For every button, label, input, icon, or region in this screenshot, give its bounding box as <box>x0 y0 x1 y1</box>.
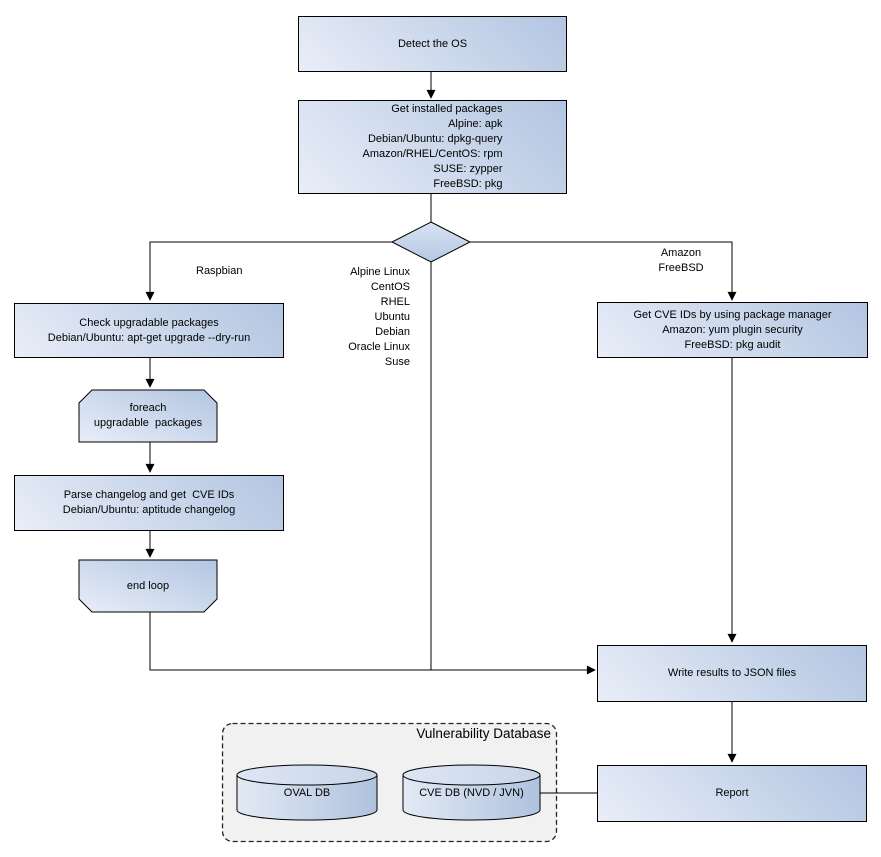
edge-label-amazon-freebsd: Amazon FreeBSD <box>648 246 714 276</box>
node-text: Amazon/RHEL/CentOS: rpm <box>362 148 503 160</box>
node-text: Detect the OS <box>397 37 468 50</box>
loop-start-shape <box>78 389 218 443</box>
node-foreach-upgradable-packages: foreach upgradable packages <box>79 390 217 442</box>
node-check-upgradable-packages: Check upgradable packages Debian/Ubuntu:… <box>14 303 284 358</box>
node-text: Alpine: apk <box>448 118 503 130</box>
node-text: upgradable packages <box>93 417 203 429</box>
vulnerability-db-title: Vulnerability Database <box>416 726 551 741</box>
node-text: Get installed packages <box>391 103 503 115</box>
edge-label-text: Ubuntu <box>374 311 410 323</box>
node-get-cve-ids: Get CVE IDs by using package manager Ama… <box>597 302 868 358</box>
node-report: Report <box>597 765 867 822</box>
node-get-installed-packages: Get installed packages Alpine: apk Debia… <box>298 100 567 194</box>
edge-label-text: Debian <box>375 326 410 338</box>
node-write-results: Write results to JSON files <box>597 645 867 702</box>
edge-label-text: Suse <box>384 356 410 368</box>
edge-label-text: FreeBSD <box>658 262 704 274</box>
arrow-decision-to-check <box>145 241 392 301</box>
node-end-loop: end loop <box>79 560 217 612</box>
oval-db-label: OVAL DB <box>283 786 331 799</box>
decision-diamond <box>390 221 472 263</box>
edge-label-text: Amazon <box>660 247 702 259</box>
loop-end-shape <box>78 559 218 613</box>
node-text: end loop <box>126 579 170 592</box>
node-detect-os: Detect the OS <box>298 16 567 72</box>
node-parse-changelog: Parse changelog and get CVE IDs Debian/U… <box>14 475 284 531</box>
edge-label-text: Oracle Linux <box>348 341 410 353</box>
edge-label-text: Raspbian <box>196 265 243 277</box>
oval-db-cylinder <box>236 764 378 821</box>
node-text: Debian/Ubuntu: apt-get upgrade --dry-run <box>47 331 251 344</box>
edge-label-text: RHEL <box>380 296 410 308</box>
node-text: Amazon: yum plugin security <box>662 323 803 336</box>
node-text: Check upgradable packages <box>79 316 219 329</box>
edge-label-raspbian: Raspbian <box>196 264 242 279</box>
node-text: Parse changelog and get CVE IDs <box>63 489 235 501</box>
edge-label-text: Alpine Linux <box>350 266 410 278</box>
node-text: Get CVE IDs by using package manager <box>633 308 832 321</box>
node-text: Debian/Ubuntu: dpkg-query <box>367 133 503 145</box>
node-text: Write results to JSON files <box>667 667 797 679</box>
node-text: foreach <box>129 402 167 414</box>
arrow-decision-to-getcve <box>470 241 737 301</box>
cve-db-cylinder <box>402 764 541 821</box>
node-text: SUSE: zypper <box>433 163 503 175</box>
edge-label-os-list: Alpine Linux CentOS RHEL Ubuntu Debian O… <box>348 265 410 370</box>
edge-label-text: CentOS <box>370 281 410 293</box>
arrow-merge-to-write-results <box>149 612 596 675</box>
node-text: Report <box>715 787 749 799</box>
node-text-block: Get installed packages Alpine: apk Debia… <box>363 102 503 192</box>
node-text: FreeBSD: pkg audit <box>684 338 781 351</box>
node-text: FreeBSD: pkg <box>433 178 503 190</box>
node-text: Debian/Ubuntu: aptitude changelog <box>62 504 236 516</box>
cve-db-label: CVE DB (NVD / JVN) <box>419 786 524 799</box>
